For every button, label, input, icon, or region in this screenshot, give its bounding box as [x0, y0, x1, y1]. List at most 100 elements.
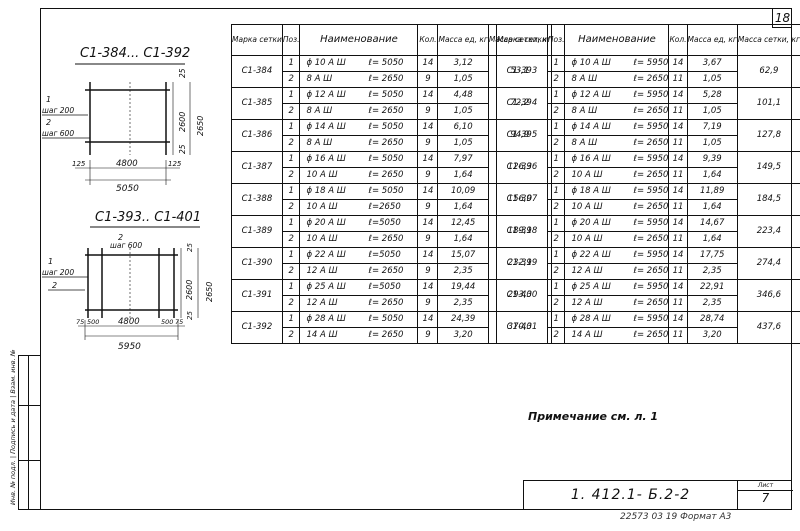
bar-length: ℓ= 5950	[633, 250, 669, 260]
unit-mass: 2,35	[686, 295, 738, 312]
drawing2-step-200: шаг 200	[42, 268, 74, 277]
bar-length: ℓ= 5050	[368, 186, 404, 196]
bar-designation: ϕ 10 А Ш	[306, 58, 346, 68]
bar-length: ℓ= 2650	[368, 266, 404, 276]
quantity: 14	[417, 215, 439, 232]
quantity: 9	[417, 167, 439, 184]
position: 1	[546, 183, 566, 200]
quantity: 9	[417, 103, 439, 120]
drawing1-title: С1-384... С1-392	[80, 46, 190, 61]
sidebar-text: Инв. № подл. | Подпись и дата | Взам. ин…	[9, 349, 17, 505]
quantity: 11	[668, 295, 688, 312]
footer-text: 22573 03 19 Формат А3	[620, 512, 732, 522]
position: 2	[546, 167, 566, 184]
position: 2	[281, 167, 301, 184]
bar-designation: ϕ 20 А Ш	[306, 218, 346, 228]
unit-mass: 2,35	[437, 263, 489, 280]
sidebar-divider	[28, 355, 29, 510]
bar-length: ℓ= 5050	[368, 122, 404, 132]
bar-length: ℓ= 5950	[633, 282, 669, 292]
sidebar-strip	[18, 355, 40, 510]
bar-designation: 12 А Ш	[571, 298, 603, 308]
sheet-box: Лист 7	[737, 481, 793, 509]
drawing2-step-600: шаг 600	[110, 241, 142, 250]
mesh-total-mass: 62,9	[736, 55, 800, 88]
unit-mass: 14,67	[686, 215, 738, 232]
mesh-mark: С1-387	[231, 151, 283, 184]
drawing2-dim-a: 75	[76, 318, 84, 326]
bar-designation: ϕ 14 А Ш	[306, 122, 346, 132]
quantity: 14	[417, 247, 439, 264]
drawing1-label-2: 2	[46, 118, 51, 127]
bar-length: ℓ= 2650	[633, 298, 669, 308]
drawing1-dim-top: 25	[178, 68, 187, 78]
quantity: 11	[668, 199, 688, 216]
bar-designation: 10 А Ш	[571, 170, 603, 180]
unit-mass: 1,64	[686, 167, 738, 184]
mesh-mark: С1-386	[231, 119, 283, 152]
quantity: 11	[668, 103, 688, 120]
position: 1	[281, 119, 301, 136]
bar-designation: ϕ 12 А Ш	[306, 90, 346, 100]
quantity: 14	[668, 55, 688, 72]
unit-mass: 7,97	[437, 151, 489, 168]
drawing2-dim-c: 500	[161, 318, 173, 326]
quantity: 14	[668, 215, 688, 232]
drawing1-dim-bottom: 25	[178, 144, 187, 154]
bar-length: ℓ= 5950	[633, 314, 669, 324]
bar-length: ℓ= 5950	[633, 218, 669, 228]
header-name: Наименование	[564, 24, 670, 56]
bar-length: ℓ= 2650	[368, 74, 404, 84]
header-qty: Кол.	[668, 24, 688, 56]
drawing2-title: С1-393.. С1-401	[95, 210, 201, 225]
drawing1-dim-height-total: 2650	[196, 116, 205, 136]
drawing2-dim-height-total: 2650	[205, 282, 214, 302]
bar-designation: 10 А Ш	[306, 202, 338, 212]
unit-mass: 1,64	[686, 231, 738, 248]
unit-mass: 4,48	[437, 87, 489, 104]
drawing2-dim-total: 5950	[118, 342, 141, 352]
bar-designation: 10 А Ш	[571, 234, 603, 244]
quantity: 14	[668, 87, 688, 104]
header-qty: Кол.	[417, 24, 439, 56]
drawing1-dim-total: 5050	[116, 184, 139, 194]
quantity: 14	[668, 119, 688, 136]
position: 2	[281, 231, 301, 248]
bar-designation: 8 А Ш	[306, 74, 333, 84]
bar-designation: 8 А Ш	[306, 106, 333, 116]
unit-mass: 28,74	[686, 311, 738, 328]
mesh-total-mass: 101,1	[736, 87, 800, 120]
position: 1	[546, 55, 566, 72]
header-pos: Поз.	[546, 24, 566, 56]
header-mark: Марка сетки	[231, 24, 283, 56]
bar-designation: 8 А Ш	[571, 74, 598, 84]
unit-mass: 2,35	[686, 263, 738, 280]
unit-mass: 1,05	[437, 103, 489, 120]
position: 2	[281, 199, 301, 216]
bar-designation: ϕ 18 А Ш	[571, 186, 611, 196]
bar-length: ℓ= 5950	[633, 154, 669, 164]
drawing2-label-2: 2	[118, 233, 123, 242]
position: 2	[281, 263, 301, 280]
mesh-total-mass: 437,6	[736, 311, 800, 344]
